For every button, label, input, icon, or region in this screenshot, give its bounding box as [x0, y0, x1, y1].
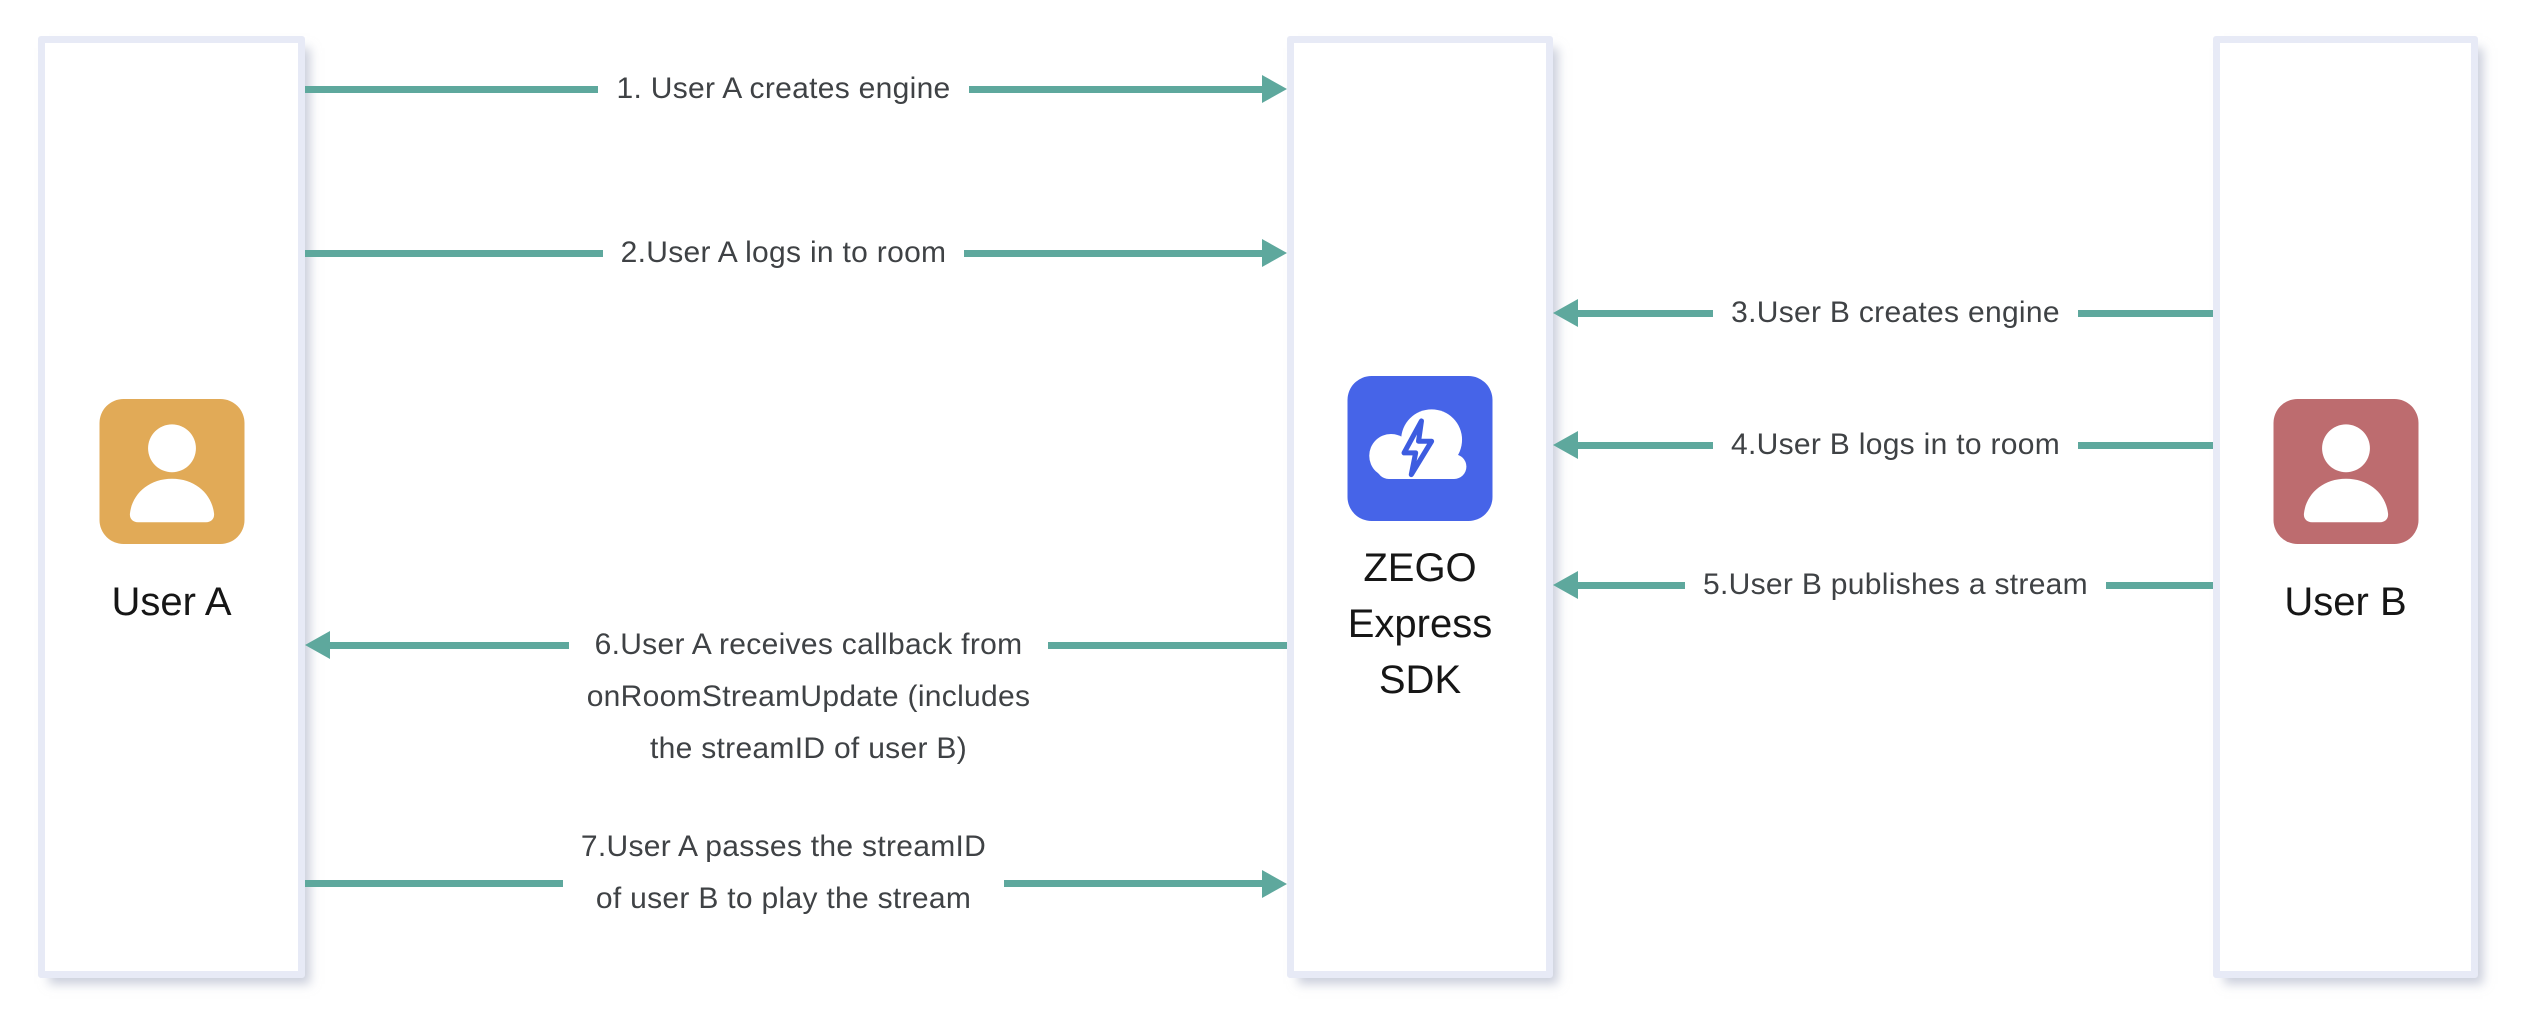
- arrow-line-segment: [2077, 309, 2213, 317]
- message-label-5: 5.User B publishes a stream: [1703, 568, 2088, 601]
- message-label-4: 4.User B logs in to room: [1731, 428, 2060, 461]
- arrow-line-segment: [305, 85, 599, 93]
- arrowhead-right-icon: [1262, 75, 1288, 103]
- arrow-line-segment: [2105, 581, 2213, 589]
- message-row-1: 1. User A creates engine: [305, 63, 1288, 115]
- actor-name-user-b: User B: [2284, 580, 2407, 624]
- actor-name-zego-sdk: ZEGO Express SDK: [1347, 546, 1493, 702]
- person-icon: [99, 399, 244, 544]
- message-row-6: 6.User A receives callback from onRoomSt…: [305, 619, 1287, 775]
- lifeline-user-b: User B: [2213, 36, 2478, 978]
- message-label-6: 6.User A receives callback from onRoomSt…: [586, 628, 1031, 765]
- arrowhead-left-icon: [1553, 299, 1578, 327]
- arrow-line-segment: [1048, 642, 1287, 649]
- message-row-2: 2.User A logs in to room: [305, 227, 1287, 279]
- message-row-3: 3.User B creates engine: [1553, 287, 2213, 339]
- actor-name-user-a: User A: [111, 580, 232, 624]
- arrow-line-segment: [2078, 441, 2213, 449]
- arrow-line-segment: [1004, 880, 1262, 887]
- arrowhead-right-icon: [1262, 239, 1287, 267]
- avatar-user-a: [99, 399, 244, 544]
- message-row-4: 4.User B logs in to room: [1553, 419, 2213, 471]
- arrowhead-left-icon: [1553, 571, 1578, 599]
- lifeline-zego-sdk: ZEGO Express SDK: [1287, 36, 1553, 978]
- person-icon: [2273, 399, 2418, 544]
- arrow-line-segment: [305, 880, 563, 887]
- cloud-lightning-icon: [1348, 376, 1493, 521]
- arrow-line-segment: [305, 249, 603, 257]
- arrowhead-left-icon: [305, 631, 330, 659]
- message-label-3: 3.User B creates engine: [1731, 296, 2060, 329]
- arrowhead-left-icon: [1553, 431, 1578, 459]
- message-row-5: 5.User B publishes a stream: [1553, 559, 2213, 611]
- arrow-line-segment: [1578, 581, 1686, 589]
- arrow-line-segment: [964, 249, 1262, 257]
- message-label-1: 1. User A creates engine: [616, 72, 951, 105]
- message-row-7: 7.User A passes the streamID of user B t…: [305, 821, 1287, 925]
- lifeline-user-a: User A: [38, 36, 305, 978]
- message-label-2: 2.User A logs in to room: [620, 236, 947, 269]
- arrow-line-segment: [968, 85, 1263, 93]
- arrow-line-segment: [1578, 309, 1714, 317]
- arrow-line-segment: [330, 642, 569, 649]
- message-label-7: 7.User A passes the streamID of user B t…: [580, 830, 987, 915]
- zego-sdk-logo: [1347, 376, 1493, 521]
- avatar-user-b: [2273, 399, 2418, 544]
- arrowhead-right-icon: [1262, 870, 1287, 898]
- arrow-line-segment: [1578, 441, 1713, 449]
